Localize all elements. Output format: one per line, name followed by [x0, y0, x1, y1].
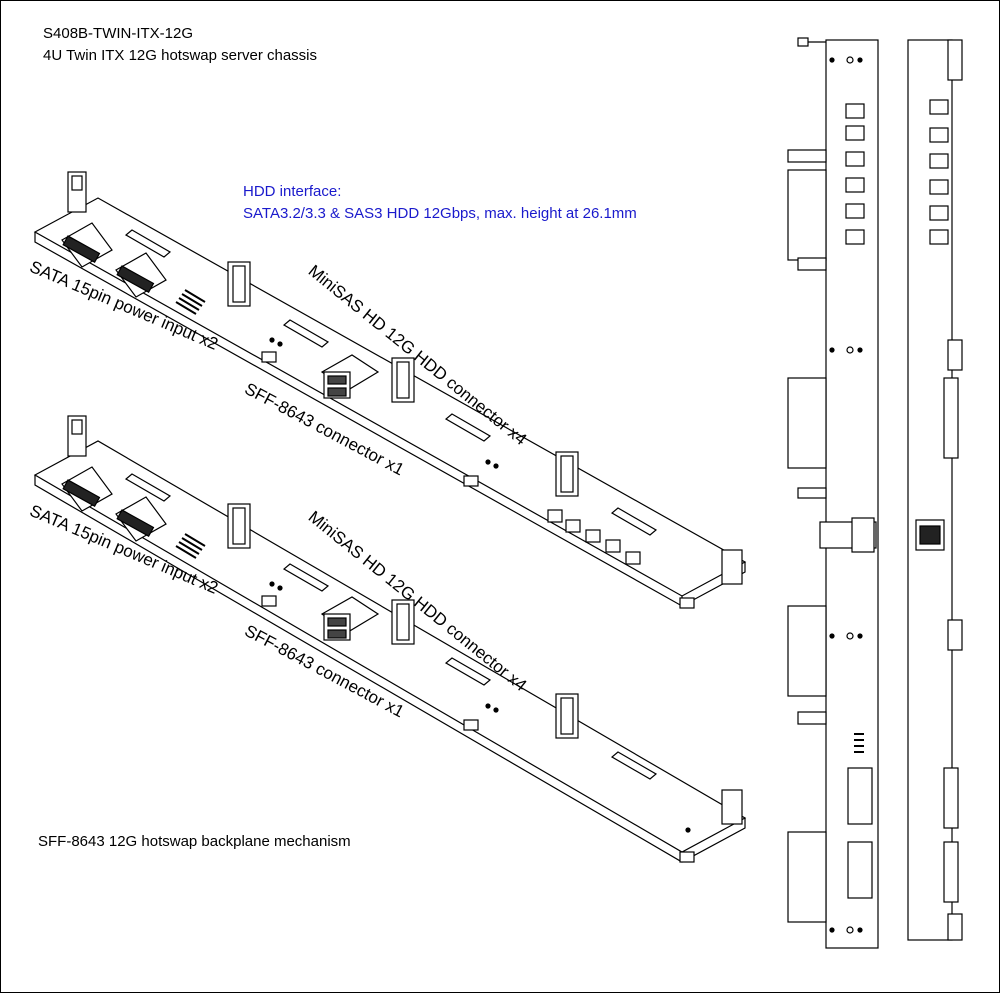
sff-8643-connector [320, 354, 380, 399]
mounting-bracket [555, 451, 579, 497]
mounting-bracket [227, 261, 251, 307]
backplane-top [33, 171, 747, 609]
sata-power-connector [115, 252, 167, 298]
mounting-bracket [67, 415, 87, 457]
mounting-bracket [391, 357, 415, 403]
sata-power-connector [61, 222, 113, 268]
backplane-bottom [33, 415, 747, 863]
hdd-interface-heading: HDD interface: [243, 183, 342, 200]
mounting-bracket [391, 599, 415, 645]
backplane-front-elevation [787, 37, 879, 949]
backplane-side-elevation [907, 39, 963, 941]
mounting-bracket [555, 693, 579, 739]
hdd-connector [124, 473, 658, 780]
model-title: S408B-TWIN-ITX-12G [43, 25, 194, 42]
pin-header [175, 289, 206, 315]
sff-8643-connector [320, 596, 380, 641]
sata-power-connector [61, 466, 113, 512]
hdd-connector [124, 229, 658, 536]
mounting-bracket [67, 171, 87, 213]
miniSAS-port-cluster [547, 509, 641, 565]
hdd-interface-detail: SATA3.2/3.3 & SAS3 HDD 12Gbps, max. heig… [243, 205, 637, 222]
mounting-bracket [721, 549, 743, 585]
mechanism-caption: SFF-8643 12G hotswap backplane mechanism [38, 833, 351, 850]
sata-power-connector [115, 496, 167, 542]
chassis-subtitle: 4U Twin ITX 12G hotswap server chassis [43, 47, 317, 64]
mounting-bracket [721, 789, 743, 825]
mounting-bracket [227, 503, 251, 549]
pin-header [175, 533, 206, 559]
